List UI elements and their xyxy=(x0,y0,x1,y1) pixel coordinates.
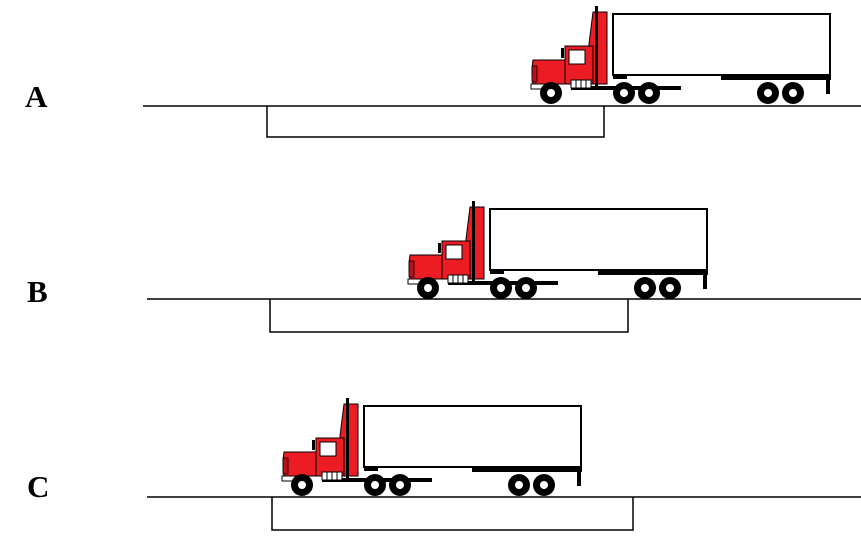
panel-c xyxy=(147,398,861,530)
truck-c xyxy=(282,398,582,496)
panel-a xyxy=(143,6,861,137)
truck-b xyxy=(408,201,708,299)
panel-label-a: A xyxy=(25,81,47,112)
scale-pit-b xyxy=(270,299,628,332)
scale-pit-c xyxy=(272,497,633,530)
panel-label-c: C xyxy=(27,471,49,502)
scale-pit-a xyxy=(267,106,604,137)
truck-a xyxy=(531,6,831,104)
panel-b xyxy=(147,201,861,332)
panel-label-b: B xyxy=(27,276,48,307)
